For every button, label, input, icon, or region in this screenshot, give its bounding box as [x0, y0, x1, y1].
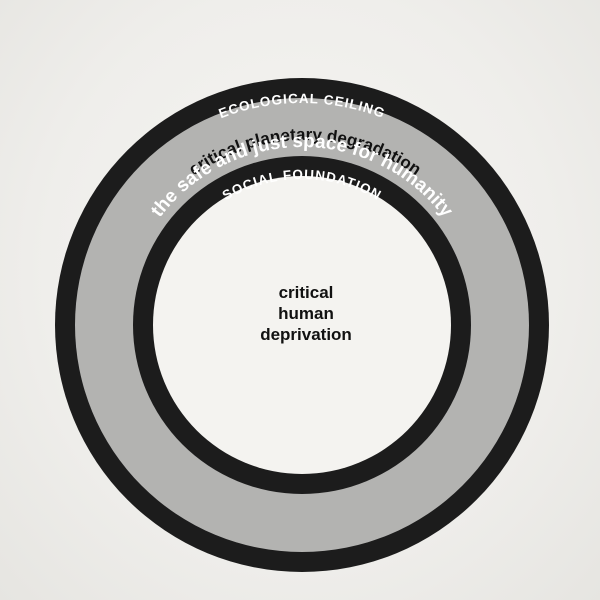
center-label-line-1: critical — [279, 283, 334, 302]
critical-human-deprivation-area — [153, 176, 451, 474]
center-label-line-3: deprivation — [260, 325, 352, 344]
center-label-line-2: human — [278, 304, 334, 323]
